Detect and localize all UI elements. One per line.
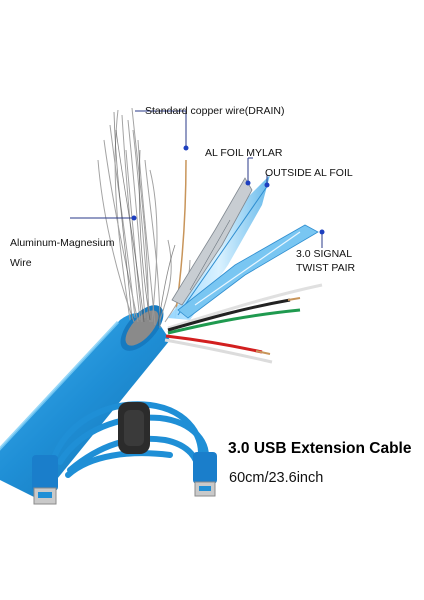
callout-drain [135,110,189,151]
braided-shield-dark [113,111,176,327]
product-length: 60cm/23.6inch [229,470,324,486]
product-title: 3.0 USB Extension Cable [228,440,412,457]
label-signal-line2: TWIST PAIR [296,262,356,274]
callout-outside-foil [264,175,270,188]
label-aluminum-line2: Wire [10,257,32,269]
callout-mylar [245,157,253,186]
label-signal-line1: 3.0 SIGNAL [296,248,353,260]
main-cable [0,305,170,500]
usb-connector-right [193,452,217,497]
cable-strap [118,402,150,454]
braided-shield [97,107,191,329]
label-outside-al-foil: OUTSIDE AL FOIL [265,167,353,179]
label-aluminum-line1: Aluminum-Magnesium [10,237,115,249]
usb-connector-left [32,455,58,505]
label-al-foil-mylar: AL FOIL MYLAR [205,147,283,159]
callout-signal [319,229,325,248]
signal-twist-pair [177,224,319,319]
al-foil-mylar [171,177,253,306]
label-drain-wire: Standard copper wire(DRAIN) [145,105,285,117]
coiled-cable [52,401,209,478]
callout-aluminum [70,215,137,221]
inner-conductors [164,283,323,364]
